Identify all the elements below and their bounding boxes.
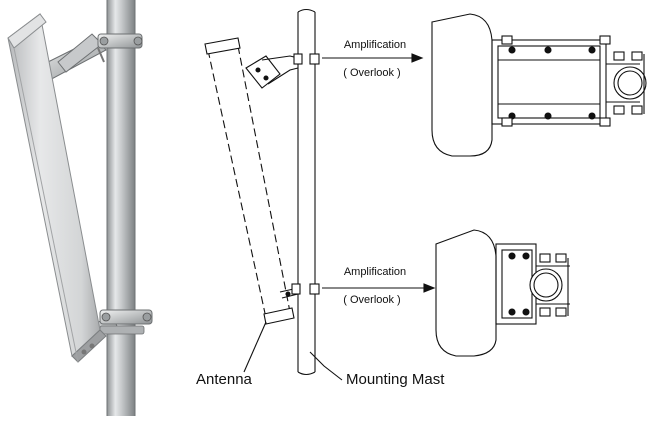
mounting-mast-label: Mounting Mast <box>346 371 445 388</box>
arrow-bottom <box>322 283 436 293</box>
mast-leader-line <box>309 351 343 381</box>
arrow-top <box>322 53 424 63</box>
antenna-photo <box>7 0 153 416</box>
drawing-lower-bracket <box>279 283 320 299</box>
amplification-label-top: Amplification <box>344 39 406 51</box>
top-mast-section <box>613 66 647 100</box>
drawing-mast <box>297 8 316 376</box>
drawing-upper-bracket <box>245 53 320 89</box>
drawing-antenna <box>204 37 295 325</box>
overlook-detail-top <box>431 13 647 157</box>
amplification-label-bottom: Amplification <box>344 266 406 278</box>
photo-antenna-radome <box>7 13 107 363</box>
overlook-detail-bottom <box>435 229 570 357</box>
overlook-label-bottom: ( Overlook ) <box>343 294 400 306</box>
antenna-label: Antenna <box>196 371 253 388</box>
antenna-leader-line <box>243 321 267 373</box>
side-view-drawing <box>204 8 436 381</box>
photo-upper-bracket <box>35 33 143 83</box>
top-radome-outline <box>431 13 493 157</box>
overlook-label-top: ( Overlook ) <box>343 67 400 79</box>
bottom-mast-section <box>529 268 563 302</box>
bottom-radome-outline <box>435 229 497 357</box>
photo-mast <box>107 0 135 416</box>
